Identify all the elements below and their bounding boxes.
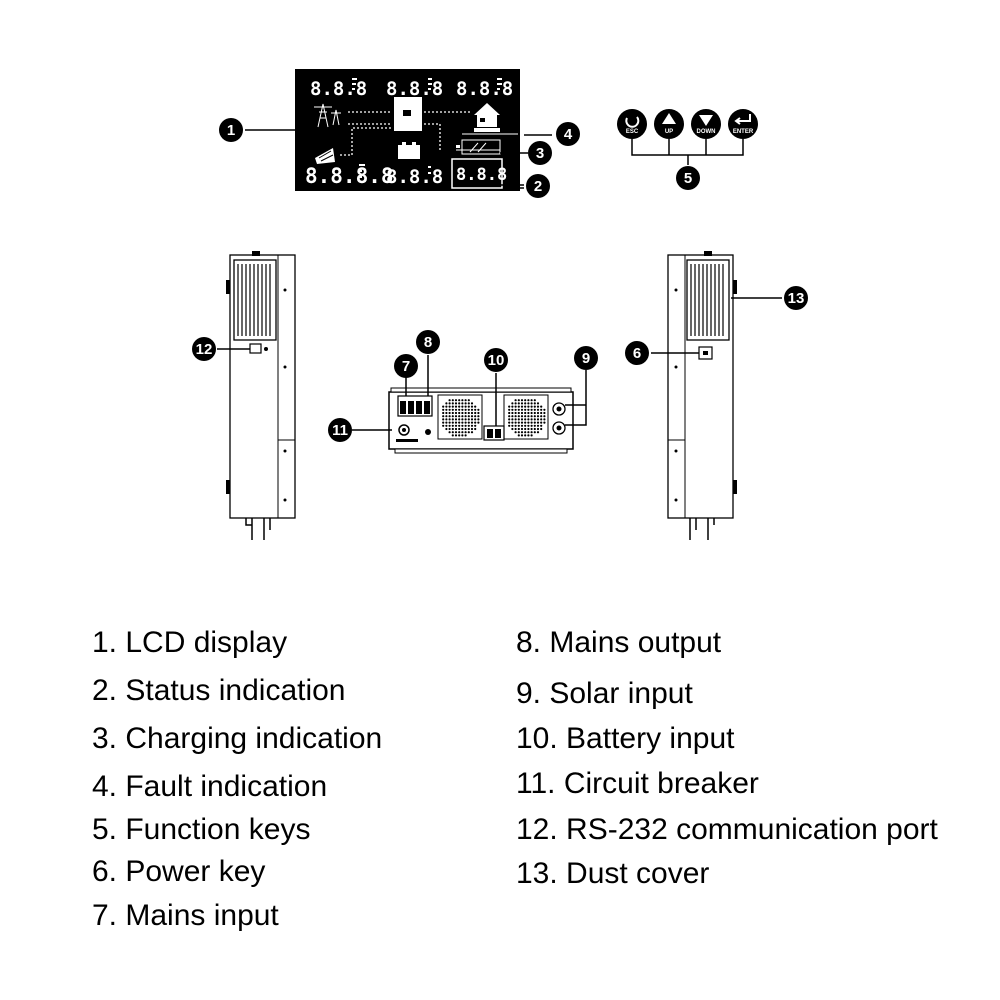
lcd-readout-top-right: 8.8.8 (456, 78, 513, 100)
legend-item-rs232-port: 12. RS-232 communication port (516, 813, 938, 846)
callout-11: 11 (328, 418, 352, 442)
dust-cover-grille-right (686, 259, 730, 341)
refresh-icon (625, 116, 640, 128)
arrow-up-icon (662, 113, 676, 124)
callout-10: 10 (484, 348, 508, 372)
lcd-readout-top-mid: 8.8.8 (386, 78, 443, 100)
svg-text:10: 10 (488, 352, 505, 369)
mains-terminal-block[interactable] (397, 395, 433, 417)
battery-terminal[interactable] (483, 425, 505, 441)
legend-item-fault-indication: 4. Fault indication (92, 770, 328, 803)
svg-text:5: 5 (684, 170, 692, 187)
down-key[interactable]: DOWN (691, 109, 721, 139)
up-key[interactable]: UP (654, 109, 684, 139)
svg-text:12: 12 (196, 341, 213, 358)
lcd-display: 8.8.8 8.8.8 8.8.8 8.8.8.8 8.8.8 8.8.8 (295, 69, 520, 191)
callout-2: 2 (526, 174, 550, 198)
lcd-readout-status: 8.8.8 (456, 165, 507, 185)
callout-3: 3 (528, 141, 552, 165)
esc-key[interactable]: ESC (617, 109, 647, 139)
callout-12: 12 (192, 337, 216, 361)
fan-grille-left (437, 394, 483, 440)
callout-4: 4 (556, 122, 580, 146)
legend-item-circuit-breaker: 11. Circuit breaker (516, 767, 759, 800)
esc-key-label: ESC (626, 129, 639, 135)
fan-grille-right (503, 394, 549, 440)
lcd-readout-top-left: 8.8.8 (310, 78, 367, 100)
legend-item-mains-output: 8. Mains output (516, 626, 722, 659)
callout-8: 8 (416, 330, 440, 354)
legend-item-function-keys: 5. Function keys (92, 813, 311, 846)
callout-9: 9 (574, 346, 598, 370)
svg-text:9: 9 (582, 350, 590, 367)
down-key-label: DOWN (697, 129, 716, 135)
legend-item-battery-input: 10. Battery input (516, 722, 735, 755)
svg-text:1: 1 (227, 122, 235, 139)
svg-text:2: 2 (534, 178, 542, 195)
solar-panel-icon (315, 148, 335, 164)
left-side-view (226, 251, 296, 540)
grid-tower-icon (314, 103, 341, 128)
rs232-port[interactable] (249, 343, 262, 354)
function-keys: ESC UP DOWN ENTER (617, 109, 758, 165)
enter-key-label: ENTER (733, 129, 754, 135)
svg-text:11: 11 (332, 422, 348, 439)
lcd-readout-bottom-mid: 8.8.8 (386, 166, 443, 188)
bottom-view (388, 387, 574, 454)
callout-5: 5 (676, 166, 700, 190)
up-key-label: UP (665, 129, 673, 135)
inverter-diagram: 8.8.8 8.8.8 8.8.8 8.8.8.8 8.8.8 8.8.8 (192, 69, 808, 540)
battery-icon (398, 142, 420, 159)
callout-7: 7 (394, 354, 418, 378)
lcd-readout-bottom-left: 8.8.8.8 (305, 164, 394, 188)
svg-text:4: 4 (564, 126, 573, 143)
legend-item-lcd-display: 1. LCD display (92, 626, 288, 659)
arrow-down-icon (699, 115, 713, 126)
legend-item-power-key: 6. Power key (92, 855, 266, 888)
right-side-view (667, 251, 737, 540)
legend-item-solar-input: 9. Solar input (516, 677, 693, 710)
legend-item-charging-indication: 3. Charging indication (92, 722, 383, 755)
house-icon (474, 103, 500, 132)
svg-text:7: 7 (402, 358, 410, 375)
callout-13: 13 (784, 286, 808, 310)
callout-6: 6 (625, 341, 649, 365)
status-frame (451, 158, 503, 189)
legend-item-mains-input: 7. Mains input (92, 899, 279, 932)
svg-text:8: 8 (424, 334, 432, 351)
dust-cover-grille-left (233, 259, 277, 341)
svg-text:6: 6 (633, 345, 641, 362)
callout-1: 1 (219, 118, 243, 142)
svg-text:3: 3 (536, 145, 544, 162)
enter-key[interactable]: ENTER (728, 109, 758, 139)
legend-item-status-indication: 2. Status indication (92, 674, 346, 707)
enter-icon (734, 114, 751, 125)
svg-text:13: 13 (788, 290, 805, 307)
legend-item-dust-cover: 13. Dust cover (516, 857, 710, 890)
